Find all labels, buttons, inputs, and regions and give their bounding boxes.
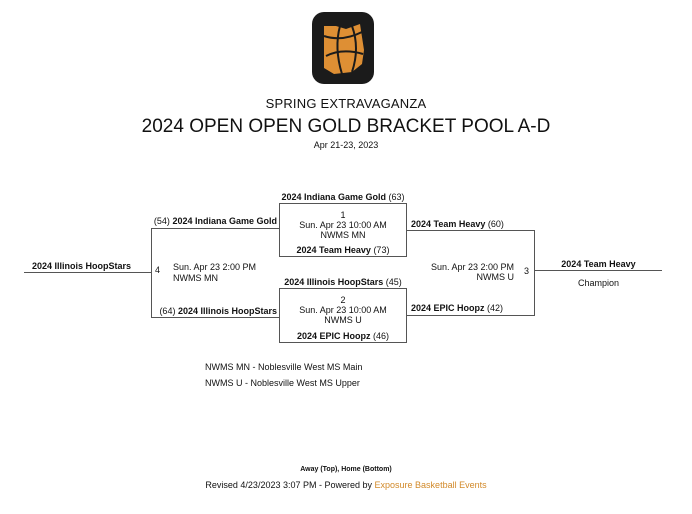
- bracket-line: [406, 230, 534, 231]
- bracket-line: [279, 342, 406, 343]
- right-game-datetime: Sun. Apr 23 2:00 PM: [430, 262, 514, 272]
- left-bottom-seed: (64): [159, 306, 176, 316]
- semi1-top-team: 2024 Indiana Game Gold: [281, 192, 386, 202]
- bracket-line: [151, 228, 152, 318]
- bracket-line: [279, 288, 280, 343]
- left-game-venue: NWMS MN: [173, 273, 218, 283]
- left-top-seed: (54): [153, 216, 170, 226]
- right-bottom-team-row[interactable]: 2024 EPIC Hoopz (42): [411, 303, 503, 313]
- left-bottom-team-row[interactable]: (64) 2024 Illinois HoopStars: [159, 306, 277, 316]
- semi2-top-team: 2024 Illinois HoopStars: [284, 277, 384, 287]
- bracket-line: [279, 203, 406, 204]
- left-bottom-team: 2024 Illinois HoopStars: [177, 306, 277, 316]
- bracket-line: [152, 317, 280, 318]
- semi2-bottom-team: 2024 EPIC Hoopz: [296, 331, 371, 341]
- semi1-bottom-team-row[interactable]: 2024 Team Heavy (73): [279, 245, 407, 255]
- semi1-top-score: (63): [388, 192, 405, 202]
- bracket-line: [534, 270, 662, 271]
- bracket-line: [279, 203, 280, 257]
- semi1-top-team-row[interactable]: 2024 Indiana Game Gold (63): [279, 192, 407, 202]
- home-away-note: Away (Top), Home (Bottom): [300, 466, 392, 473]
- revised-line: Revised 4/23/2023 3:07 PM - Powered by E…: [0, 480, 692, 490]
- ohio-basketball-logo-icon: [312, 12, 374, 84]
- legend-item: NWMS U - Noblesville West MS Upper: [205, 378, 360, 388]
- event-dates: Apr 21-23, 2023: [313, 140, 379, 150]
- semi1-venue: NWMS MN: [320, 230, 366, 240]
- semi2-bottom-team-row[interactable]: 2024 EPIC Hoopz (46): [279, 331, 407, 341]
- right-game-venue: NWMS U: [476, 272, 515, 282]
- left-winner-team[interactable]: 2024 Illinois HoopStars: [32, 261, 132, 271]
- bracket-line: [24, 272, 152, 273]
- right-bottom-team: 2024 EPIC Hoopz: [411, 303, 485, 313]
- semi1-datetime: Sun. Apr 23 10:00 AM: [299, 220, 387, 230]
- left-top-team-row[interactable]: (54) 2024 Indiana Game Gold: [154, 216, 277, 226]
- legend-item: NWMS MN - Noblesville West MS Main: [205, 362, 363, 372]
- semi2-bottom-score: (46): [373, 331, 390, 341]
- semi2-venue: NWMS U: [324, 315, 362, 325]
- semi1-bottom-score: (73): [373, 245, 390, 255]
- bracket-line: [152, 228, 280, 229]
- champion-team[interactable]: 2024 Team Heavy: [561, 259, 636, 269]
- bracket-line: [406, 315, 534, 316]
- champion-label: Champion: [577, 278, 620, 288]
- exposure-link[interactable]: Exposure Basketball Events: [374, 480, 487, 490]
- revised-text: Revised 4/23/2023 3:07 PM - Powered by: [205, 480, 373, 490]
- right-bottom-score: (42): [487, 303, 504, 313]
- right-top-score: (60): [487, 219, 504, 229]
- bracket-line: [534, 230, 535, 316]
- semi2-top-score: (45): [385, 277, 402, 287]
- left-game-number: 4: [155, 265, 161, 275]
- semi2-datetime: Sun. Apr 23 10:00 AM: [299, 305, 387, 315]
- semi2-game-number: 2: [340, 295, 346, 305]
- semi2-top-team-row[interactable]: 2024 Illinois HoopStars (45): [279, 277, 407, 287]
- left-top-team: 2024 Indiana Game Gold: [172, 216, 277, 226]
- semi1-bottom-team: 2024 Team Heavy: [296, 245, 371, 255]
- right-top-team-row[interactable]: 2024 Team Heavy (60): [411, 219, 504, 229]
- right-game-number: 3: [524, 266, 530, 276]
- bracket-line: [279, 288, 406, 289]
- event-name: SPRING EXTRAVAGANZA: [265, 96, 427, 111]
- semi1-game-number: 1: [340, 210, 346, 220]
- bracket-line: [279, 256, 406, 257]
- left-game-datetime: Sun. Apr 23 2:00 PM: [173, 262, 257, 272]
- right-top-team: 2024 Team Heavy: [411, 219, 486, 229]
- bracket-title: 2024 OPEN OPEN GOLD BRACKET POOL A-D: [141, 116, 551, 137]
